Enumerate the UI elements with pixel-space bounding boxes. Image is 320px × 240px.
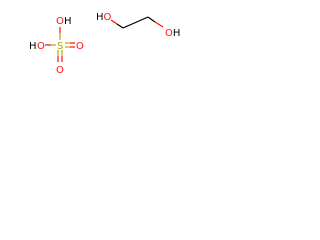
c-oh-bond [147, 16, 156, 23]
ho-c-bond-c [116, 23, 124, 29]
sulfuric-acid-molecule: O H H O S O O [29, 16, 84, 76]
c-c-bond [122, 16, 149, 29]
sulfur-label: S [57, 41, 63, 52]
left-hydroxyl-label: HO [96, 12, 112, 23]
right-hydroxyl-label: OH [165, 28, 180, 39]
top-oxygen-label: O [56, 16, 64, 27]
c-oh-bond-o [154, 21, 164, 28]
ho-c-bond [110, 19, 118, 25]
left-hydrogen-label: H [29, 41, 37, 52]
chemical-structure-diagram: O H H O S O O HO OH [29, 12, 180, 76]
ethylene-glycol-molecule: HO OH [96, 12, 180, 39]
top-hydrogen-label: H [64, 16, 72, 27]
bottom-oxygen-label: O [56, 65, 64, 76]
right-oxygen-label: O [76, 41, 84, 52]
left-oxygen-label: O [37, 41, 45, 52]
